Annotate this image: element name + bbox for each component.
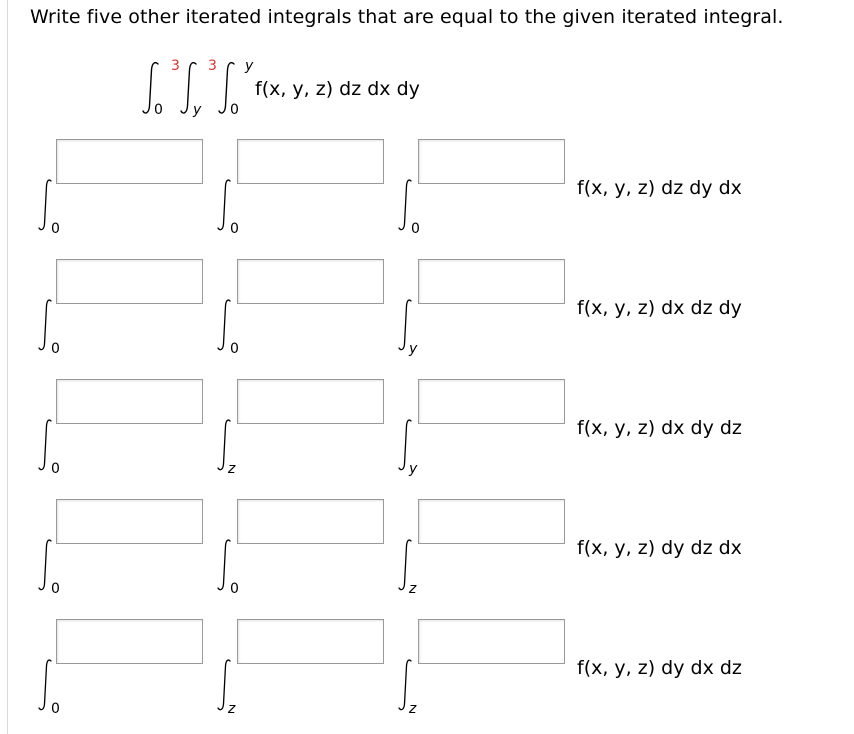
upper-limit-input-3[interactable] xyxy=(418,259,565,304)
lower-limit: z xyxy=(228,461,236,477)
upper-limit-input-3[interactable] xyxy=(418,379,565,424)
integral-sign xyxy=(217,178,233,232)
given-upper-limit-3: y xyxy=(245,58,254,74)
integral-sign xyxy=(217,658,233,712)
row-integrand: f(x, y, z) dx dz dy xyxy=(577,297,742,319)
given-lower-limit-2: y xyxy=(193,102,202,118)
lower-limit: 0 xyxy=(51,701,60,717)
integral-symbol-icon xyxy=(218,61,235,114)
upper-limit-input-1[interactable] xyxy=(56,139,203,184)
integral-sign xyxy=(217,538,233,592)
upper-limit-input-3[interactable] xyxy=(418,139,565,184)
integral-sign xyxy=(217,418,233,472)
integral-sign xyxy=(38,658,54,712)
lower-limit: 0 xyxy=(51,461,60,477)
left-border-rule xyxy=(7,0,8,734)
lower-limit: y xyxy=(409,461,418,477)
upper-limit-input-1[interactable] xyxy=(56,259,203,304)
lower-limit: z xyxy=(228,701,236,717)
integral-symbol-icon xyxy=(180,61,197,114)
integral-sign xyxy=(218,60,238,116)
given-lower-limit-3: 0 xyxy=(230,102,239,118)
integral-sign xyxy=(398,418,414,472)
row-integrand: f(x, y, z) dz dy dx xyxy=(577,177,742,199)
row-integrand: f(x, y, z) dx dy dz xyxy=(577,417,742,439)
given-upper-limit-1: 3 xyxy=(171,58,180,74)
integral-sign xyxy=(38,538,54,592)
upper-limit-input-1[interactable] xyxy=(56,379,203,424)
integral-sign xyxy=(38,178,54,232)
lower-limit: y xyxy=(409,341,418,357)
integral-sign xyxy=(398,658,414,712)
integral-sign xyxy=(38,298,54,352)
integral-sign xyxy=(142,60,162,116)
lower-limit: 0 xyxy=(411,221,420,237)
lower-limit: 0 xyxy=(51,581,60,597)
given-lower-limit-1: 0 xyxy=(154,102,163,118)
lower-limit: 0 xyxy=(230,341,239,357)
upper-limit-input-1[interactable] xyxy=(56,619,203,664)
integral-sign xyxy=(38,418,54,472)
row-integrand: f(x, y, z) dy dz dx xyxy=(577,537,742,559)
lower-limit: 0 xyxy=(51,221,60,237)
question-text: Write five other iterated integrals that… xyxy=(30,6,784,28)
lower-limit: z xyxy=(409,701,417,717)
upper-limit-input-2[interactable] xyxy=(237,259,384,304)
upper-limit-input-3[interactable] xyxy=(418,499,565,544)
given-upper-limit-2: 3 xyxy=(208,58,217,74)
integral-sign xyxy=(398,538,414,592)
row-integrand: f(x, y, z) dy dx dz xyxy=(577,657,742,679)
lower-limit: 0 xyxy=(230,581,239,597)
upper-limit-input-3[interactable] xyxy=(418,619,565,664)
upper-limit-input-2[interactable] xyxy=(237,619,384,664)
integral-sign xyxy=(398,178,414,232)
given-integrand: f(x, y, z) dz dx dy xyxy=(255,78,420,100)
upper-limit-input-2[interactable] xyxy=(237,139,384,184)
integral-sign xyxy=(180,60,200,116)
upper-limit-input-2[interactable] xyxy=(237,499,384,544)
upper-limit-input-1[interactable] xyxy=(56,499,203,544)
lower-limit: 0 xyxy=(51,341,60,357)
lower-limit: 0 xyxy=(230,221,239,237)
upper-limit-input-2[interactable] xyxy=(237,379,384,424)
integral-symbol-icon xyxy=(142,61,159,114)
integral-sign xyxy=(217,298,233,352)
integral-sign xyxy=(398,298,414,352)
lower-limit: z xyxy=(409,581,417,597)
